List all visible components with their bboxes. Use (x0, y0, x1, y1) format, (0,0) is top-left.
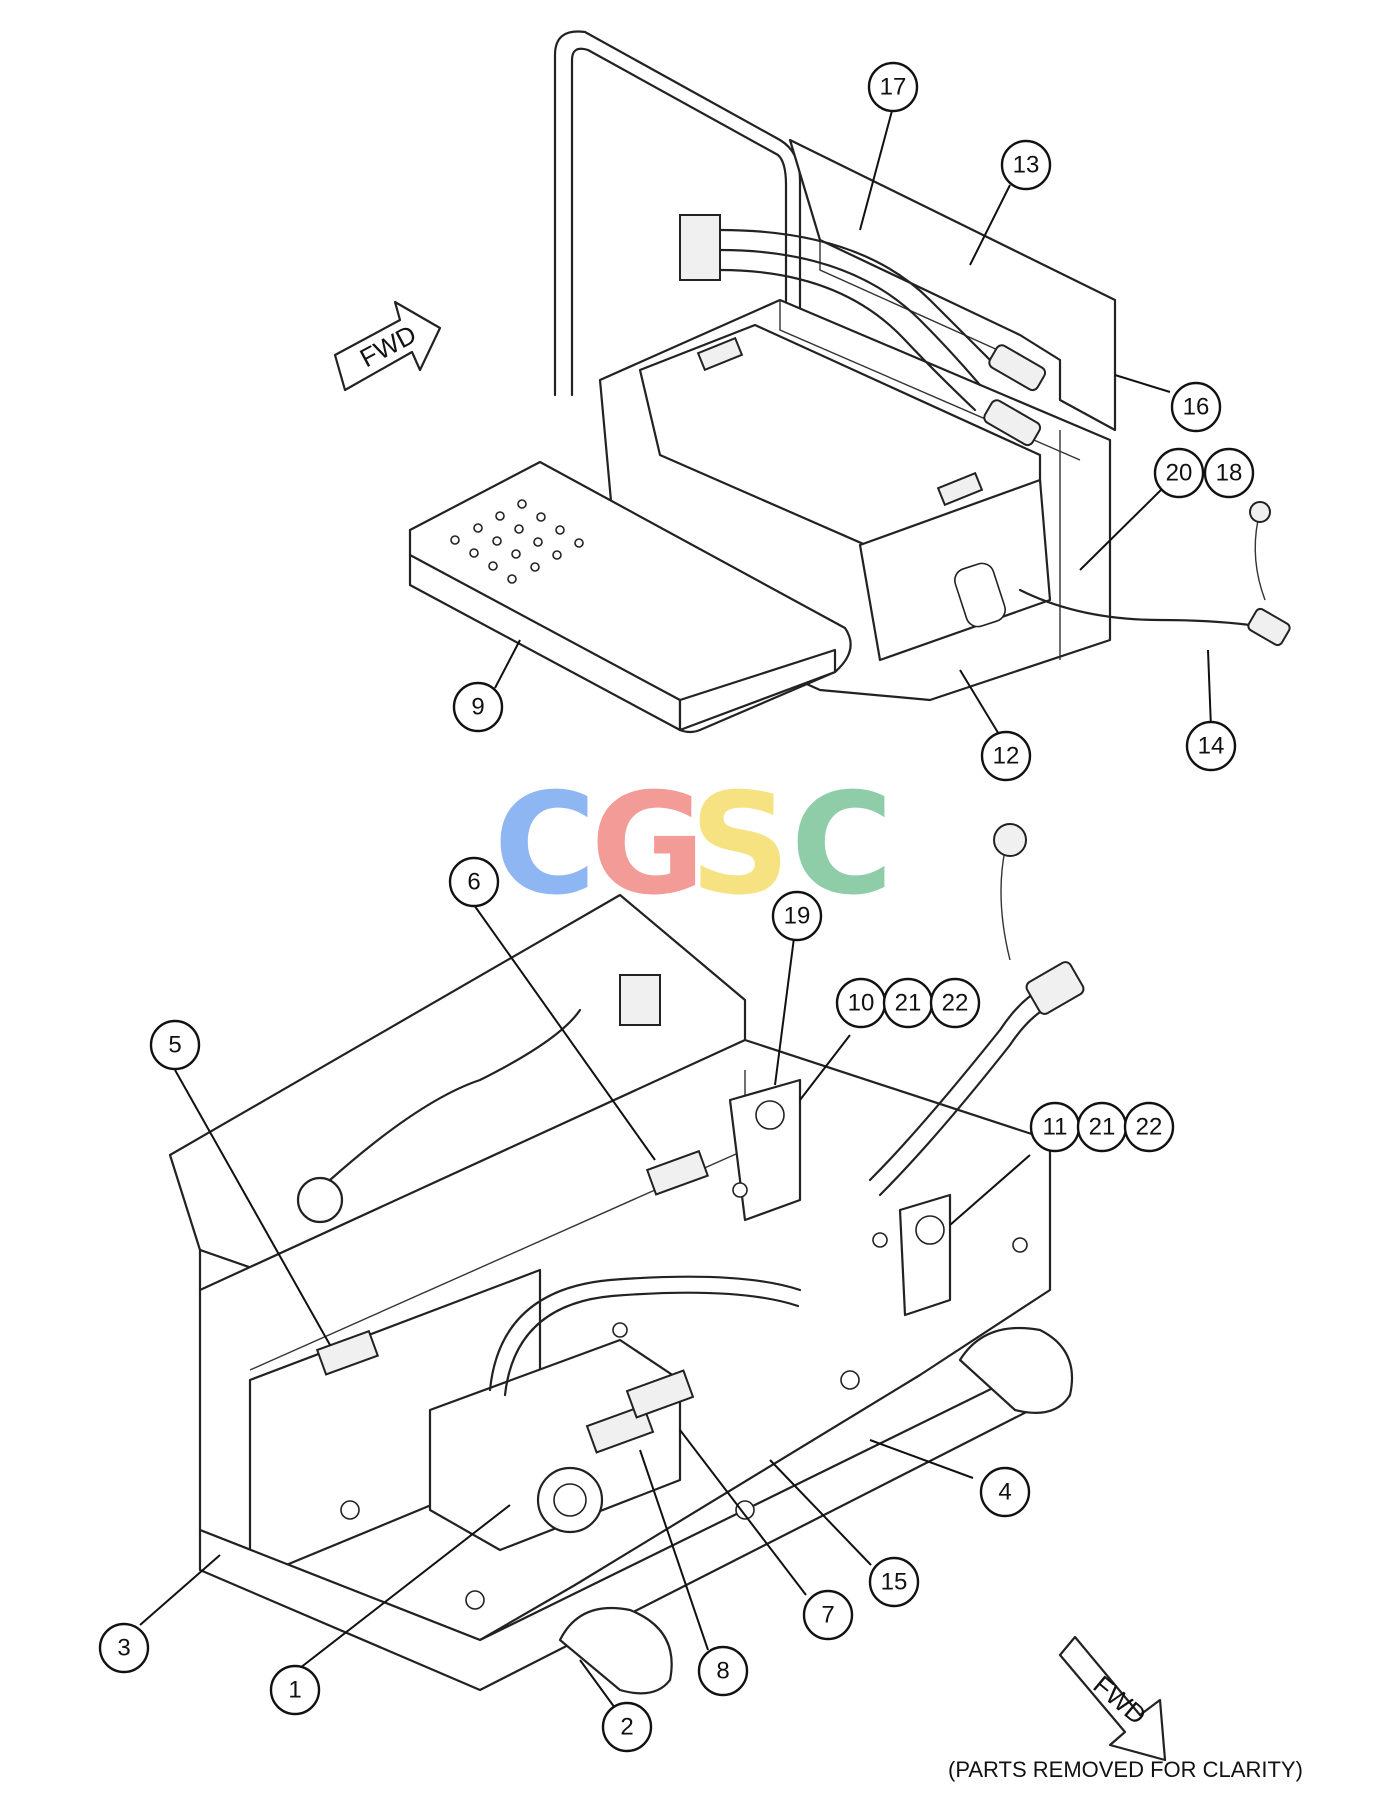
callout-18: 18 (1203, 447, 1255, 499)
svg-text:9: 9 (471, 694, 484, 721)
bracket-11 (898, 1193, 952, 1317)
svg-text:1: 1 (288, 1677, 301, 1704)
callout-16: 16 (1170, 381, 1222, 433)
callout-8: 8 (697, 1645, 749, 1697)
svg-text:21: 21 (1089, 1114, 1116, 1141)
watermark-letter-s: S (690, 764, 791, 927)
footnote: (PARTS REMOVED FOR CLARITY) (948, 1757, 1303, 1782)
svg-text:22: 22 (1136, 1114, 1163, 1141)
svg-text:21: 21 (895, 990, 922, 1017)
svg-text:14: 14 (1198, 733, 1225, 760)
callout-5: 5 (149, 1019, 201, 1071)
tether-hose (1018, 588, 1252, 627)
callout-9: 9 (452, 681, 504, 733)
svg-text:5: 5 (168, 1032, 181, 1059)
watermark-letter-c2: C (791, 764, 894, 927)
svg-text:20: 20 (1166, 460, 1193, 487)
callouts: 17 13 16 20 18 9 12 14 6 19 10 21 22 5 1… (98, 61, 1255, 1753)
callout-2: 2 (601, 1701, 653, 1753)
svg-text:2: 2 (620, 1714, 633, 1741)
callout-7: 7 (802, 1589, 854, 1641)
right-pedal (958, 1326, 1074, 1414)
top-assembly (408, 30, 1291, 734)
step-holes (450, 499, 584, 584)
svg-text:13: 13 (1013, 152, 1040, 179)
fwd-arrow-top: FWD (333, 300, 442, 392)
watermark-letter-c1: C (494, 764, 597, 927)
callout-20: 20 (1153, 447, 1205, 499)
callout-17: 17 (867, 61, 919, 113)
callout-1: 1 (269, 1664, 321, 1716)
svg-text:7: 7 (821, 1602, 834, 1629)
callout-4: 4 (979, 1466, 1031, 1518)
svg-text:18: 18 (1216, 460, 1243, 487)
svg-text:17: 17 (880, 74, 907, 101)
svg-text:11: 11 (1043, 1114, 1068, 1141)
callout-21a: 21 (882, 977, 934, 1029)
callout-3: 3 (98, 1622, 150, 1674)
fwd-arrow-bottom: FWD (1058, 1635, 1167, 1762)
watermark-letter-g: G (591, 764, 706, 927)
callout-11: 11 (1029, 1101, 1081, 1153)
svg-text:4: 4 (998, 1479, 1011, 1506)
svg-text:10: 10 (848, 990, 875, 1017)
callout-22a: 22 (929, 977, 981, 1029)
svg-text:15: 15 (881, 1569, 908, 1596)
hose-bundle (679, 214, 992, 412)
bottom-assembly (168, 823, 1085, 1695)
callout-22b: 22 (1123, 1101, 1175, 1153)
callout-14: 14 (1185, 720, 1237, 772)
svg-text:3: 3 (117, 1635, 130, 1662)
svg-text:12: 12 (993, 743, 1020, 770)
leader-lines (139, 106, 1212, 1709)
left-pedal (558, 1606, 673, 1695)
callout-21b: 21 (1076, 1101, 1128, 1153)
callout-6: 6 (448, 856, 500, 908)
svg-text:8: 8 (716, 1658, 729, 1685)
svg-text:22: 22 (942, 990, 969, 1017)
lower-hose (488, 1275, 802, 1392)
callout-15: 15 (868, 1556, 920, 1608)
svg-text:6: 6 (467, 869, 480, 896)
callout-10: 10 (835, 977, 887, 1029)
valve-block (428, 1338, 682, 1552)
callout-19: 19 (771, 890, 823, 942)
svg-text:16: 16 (1183, 394, 1210, 421)
cgsc-watermark: C G S C (494, 764, 894, 927)
rear-plate (788, 138, 1117, 432)
callout-12: 12 (980, 730, 1032, 782)
svg-text:19: 19 (784, 903, 811, 930)
callout-13: 13 (1000, 139, 1052, 191)
